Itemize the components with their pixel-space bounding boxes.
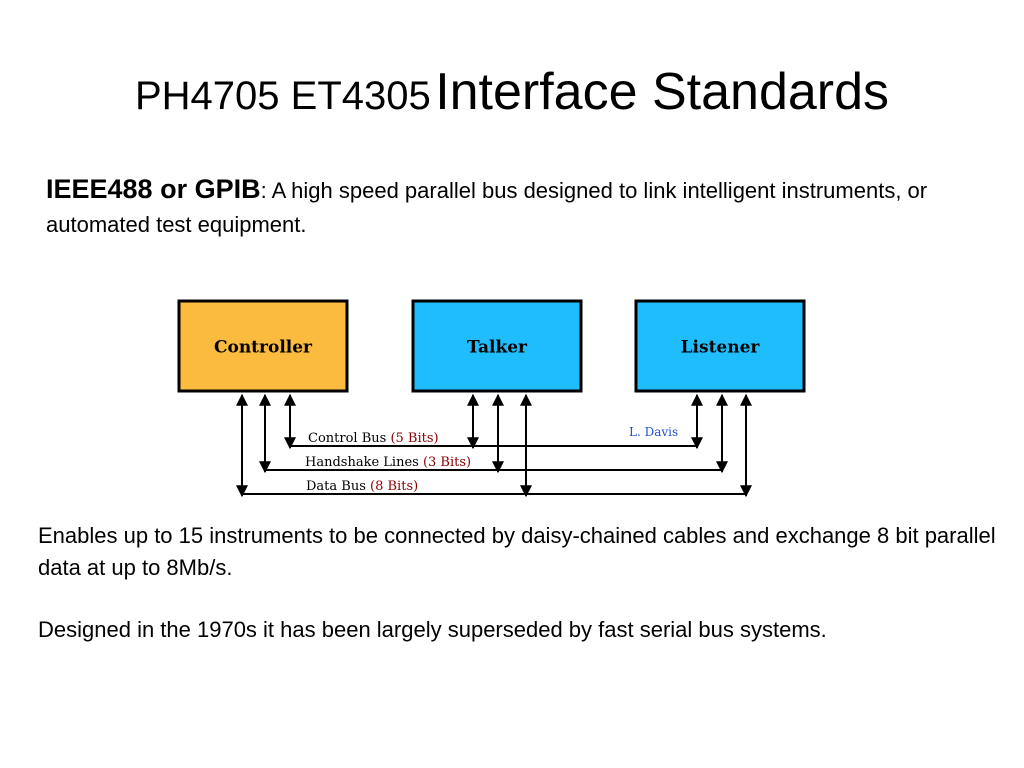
body-text: Enables up to 15 instruments to be conne… xyxy=(38,520,998,676)
data-bus-bits: (8 Bits) xyxy=(370,479,418,494)
body-paragraph-history: Designed in the 1970s it has been largel… xyxy=(38,617,827,642)
intro-description: : A high speed parallel bus designed to … xyxy=(46,178,928,237)
handshake-lines-name: Handshake Lines xyxy=(305,455,419,470)
listener-box: Listener xyxy=(634,299,806,393)
listener-box-rect xyxy=(634,299,806,393)
data-bus-label: Data Bus (8 Bits) xyxy=(306,479,418,494)
intro-term: IEEE488 or GPIB xyxy=(46,174,261,204)
listener-box-label: Listener xyxy=(681,338,761,358)
slide-title: PH4705 ET4305 Interface Standards xyxy=(0,62,1024,122)
intro-paragraph: IEEE488 or GPIB: A high speed parallel b… xyxy=(46,172,966,242)
talker-box: Talker xyxy=(411,299,583,393)
data-bus-name: Data Bus xyxy=(306,479,366,494)
title-topic: Interface Standards xyxy=(435,63,890,121)
talker-box-rect xyxy=(411,299,583,393)
diagram-credit: L. Davis xyxy=(629,425,678,439)
title-course-codes: PH4705 ET4305 xyxy=(134,74,431,118)
control-bus-bits: (5 Bits) xyxy=(390,431,438,446)
control-bus-label: Control Bus (5 Bits) xyxy=(308,431,439,446)
handshake-lines-bits: (3 Bits) xyxy=(423,455,471,470)
controller-box-label: Controller xyxy=(214,338,313,358)
body-paragraph-capabilities: Enables up to 15 instruments to be conne… xyxy=(38,523,996,580)
controller-box: Controller xyxy=(177,299,349,393)
talker-box-label: Talker xyxy=(467,338,528,358)
control-bus-name: Control Bus xyxy=(308,431,386,446)
controller-box-rect xyxy=(177,299,349,393)
handshake-lines-label: Handshake Lines (3 Bits) xyxy=(305,455,471,470)
